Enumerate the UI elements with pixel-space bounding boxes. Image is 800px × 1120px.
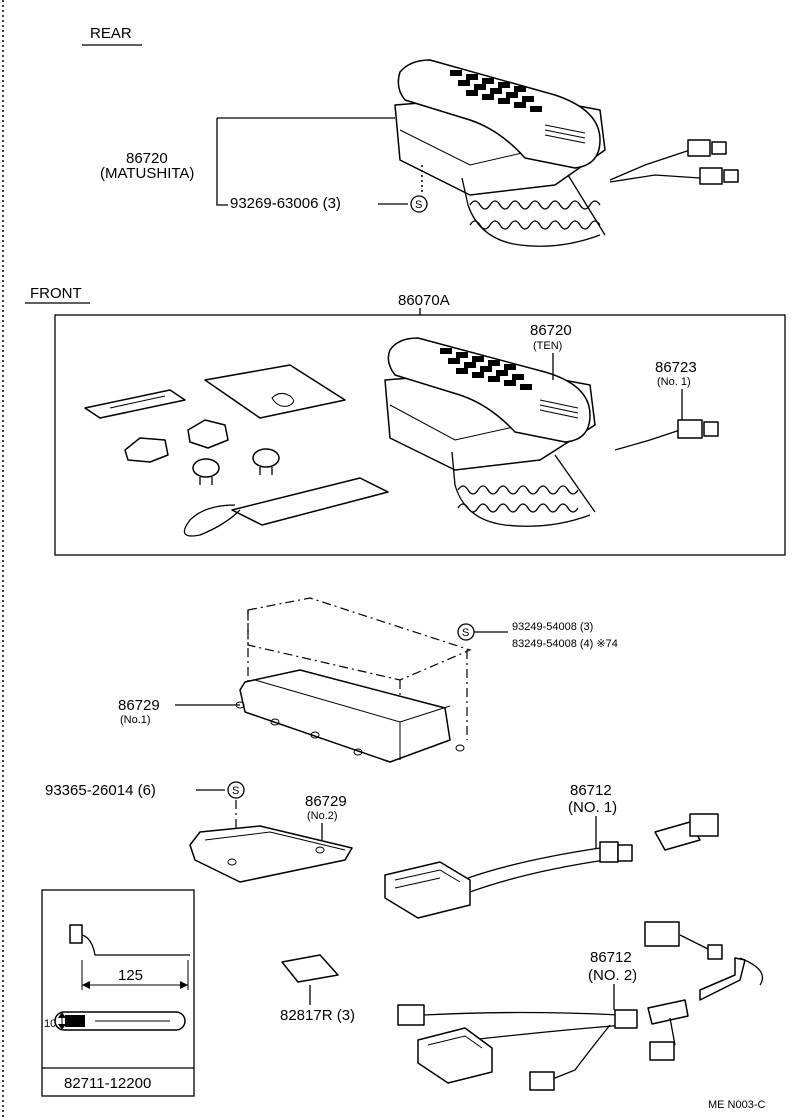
lower-screw-symbol (227, 781, 245, 799)
bracket-86729-no1 (235, 597, 472, 763)
rear-screw-part-number: 93269-63006 (3) (230, 195, 341, 212)
front-phone-part-number: 86720 (530, 322, 572, 339)
bracket2-part-number: 86729 (305, 793, 347, 810)
front-keypad (440, 348, 532, 390)
harness1-number: (NO. 1) (568, 799, 617, 816)
rear-phone-illustration (394, 59, 739, 247)
rear-phone-maker: (MATUSHITA) (100, 165, 194, 182)
harness-86712-no1 (384, 813, 719, 919)
tie-dimension-length: 125 (118, 967, 143, 984)
rear-keypad (450, 70, 542, 112)
rear-screw-symbol (410, 195, 428, 213)
harness2-number: (NO. 2) (588, 967, 637, 984)
tie-dimension-width: 10 (44, 1018, 56, 1030)
kit-part-number: 86070A (398, 292, 450, 309)
bracket-86729-no2 (189, 825, 353, 883)
front-section-title: FRONT (30, 285, 82, 302)
cable-tie-frame (41, 889, 195, 1097)
cable-tie-illustration (54, 924, 190, 1031)
harness2-part-number: 86712 (590, 949, 632, 966)
rear-phone-leader (216, 117, 395, 206)
kit-frame (54, 314, 786, 556)
upper-screw-symbol-letter: S (462, 627, 469, 639)
upper-screw-part-2: 83249-54008 (4) ※74 (512, 638, 618, 650)
pad-part-number: 82817R (3) (280, 1007, 355, 1024)
upper-screw-part-1: 93249-54008 (3) (512, 621, 593, 633)
lower-screw-part-number: 93365-26014 (6) (45, 782, 156, 799)
bracket2-number: (No.2) (307, 810, 338, 822)
drawing-code: ME N003-C (708, 1099, 766, 1111)
front-phone-maker: (TEN) (533, 340, 562, 352)
rear-phone-part-number: 86720 (126, 150, 168, 167)
front-phone-illustration (384, 337, 719, 527)
bracket1-part-number: 86729 (118, 697, 160, 714)
harness-86712-no2 (397, 921, 764, 1091)
bracket1-number: (No.1) (120, 714, 151, 726)
rear-section-title: REAR (90, 25, 132, 42)
cord-number: (No. 1) (657, 376, 691, 388)
cord-part-number: 86723 (655, 359, 697, 376)
kit-accessories (84, 364, 389, 537)
cable-tie-part-number: 82711-12200 (64, 1075, 151, 1092)
lower-screw-symbol-letter: S (232, 785, 239, 797)
pad-illustration (281, 954, 339, 983)
harness1-part-number: 86712 (570, 782, 612, 799)
rear-screw-symbol-letter: S (415, 199, 422, 211)
